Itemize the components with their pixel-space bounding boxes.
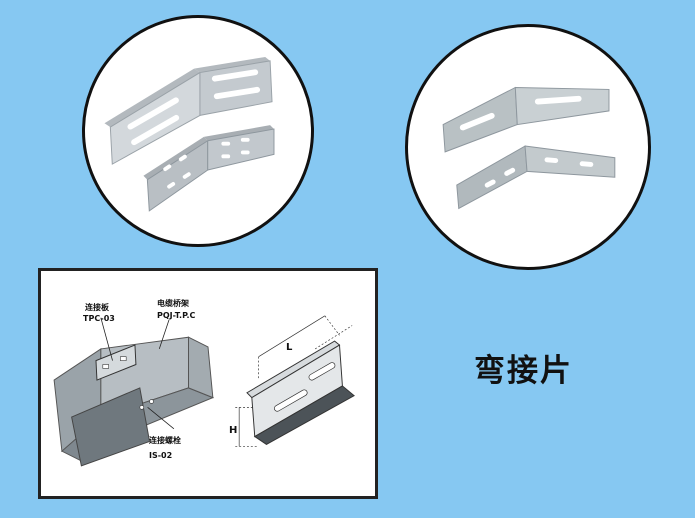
bracket-photo-right	[405, 24, 651, 270]
connector-plate-label: 连接板	[85, 303, 109, 312]
dimension-height-label: H	[229, 425, 238, 436]
cable-tray-code: PQJ-T.P.C	[157, 311, 196, 320]
bracket-photo-left-icon	[104, 56, 275, 212]
connecting-bolt-code: IS-02	[149, 451, 173, 460]
installation-diagram: 连接板 TPC-03 电缆桥架 PQJ-T.P.C 连接螺栓 IS-02 L H	[38, 268, 378, 499]
connecting-bolt-label: 连接螺栓	[149, 436, 181, 445]
installation-diagram-icon	[53, 315, 355, 467]
product-caption: 弯接片	[474, 353, 573, 389]
bracket-photo-right-icon	[442, 86, 616, 210]
bracket-photo-left	[82, 15, 314, 247]
dimension-length-label: L	[286, 342, 293, 353]
cable-tray-label: 电缆桥架	[157, 299, 189, 308]
connector-plate-code: TPC-03	[83, 314, 115, 323]
